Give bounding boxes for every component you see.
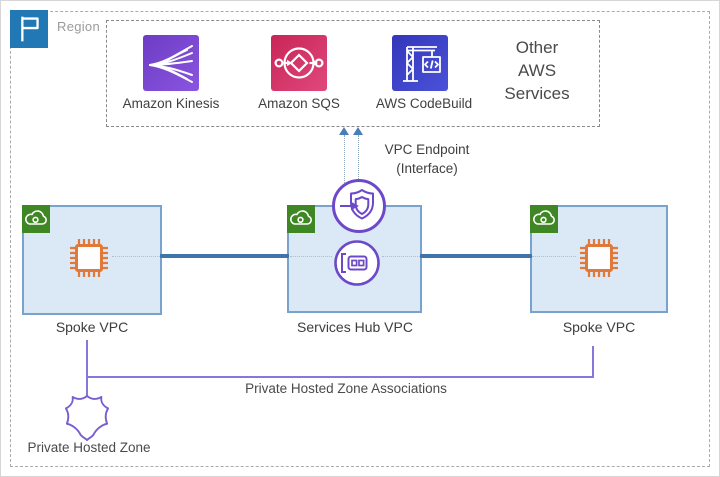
instance-chip-icon (66, 235, 112, 286)
association-line-vertical-left (86, 340, 88, 398)
spoke-vpc-right-label: Spoke VPC (562, 319, 636, 335)
dotted-lead (112, 256, 160, 257)
association-line-vertical-right (592, 346, 594, 378)
other-services-line1: Other (515, 38, 559, 57)
spoke-vpc-left-label: Spoke VPC (55, 319, 129, 335)
vpc-endpoint-icon (330, 177, 388, 240)
vpc-cloud-icon (22, 205, 50, 233)
hosted-zone-shield-icon (64, 393, 110, 448)
network-interface-icon (332, 238, 382, 293)
vpc-connector-line (160, 254, 289, 258)
sqs-icon (271, 35, 327, 91)
vpc-connector-line (420, 254, 532, 258)
dotted-lead (382, 256, 420, 257)
other-services-title: Other AWS Services (504, 36, 569, 105)
vpc-endpoint-label: VPC Endpoint (Interface) (385, 140, 470, 178)
hosted-zone-label: Private Hosted Zone (27, 440, 151, 455)
vpc-cloud-icon (530, 205, 558, 233)
up-arrowhead-icon (353, 127, 363, 135)
region-boundary (10, 11, 710, 467)
services-hub-vpc-label: Services Hub VPC (297, 319, 413, 335)
other-services-group (106, 20, 600, 127)
instance-chip-icon (576, 235, 622, 286)
region-label: Region (57, 19, 100, 34)
other-services-line3: Services (504, 84, 570, 103)
vpc-endpoint-label-line1: VPC Endpoint (384, 142, 470, 157)
association-line-horizontal (86, 376, 594, 378)
associations-label: Private Hosted Zone Associations (245, 381, 447, 396)
up-arrowhead-icon (339, 127, 349, 135)
vpc-endpoint-label-line2: (Interface) (396, 161, 458, 176)
sqs-label: Amazon SQS (258, 96, 340, 111)
kinesis-label: Amazon Kinesis (122, 96, 220, 111)
region-flag-icon (10, 10, 48, 48)
dotted-lead (532, 256, 576, 257)
dotted-lead (290, 256, 332, 257)
codebuild-icon (392, 35, 448, 91)
codebuild-label: AWS CodeBuild (375, 96, 473, 111)
vpc-cloud-icon (287, 205, 315, 233)
other-services-line2: AWS (517, 61, 557, 80)
kinesis-icon (143, 35, 199, 91)
